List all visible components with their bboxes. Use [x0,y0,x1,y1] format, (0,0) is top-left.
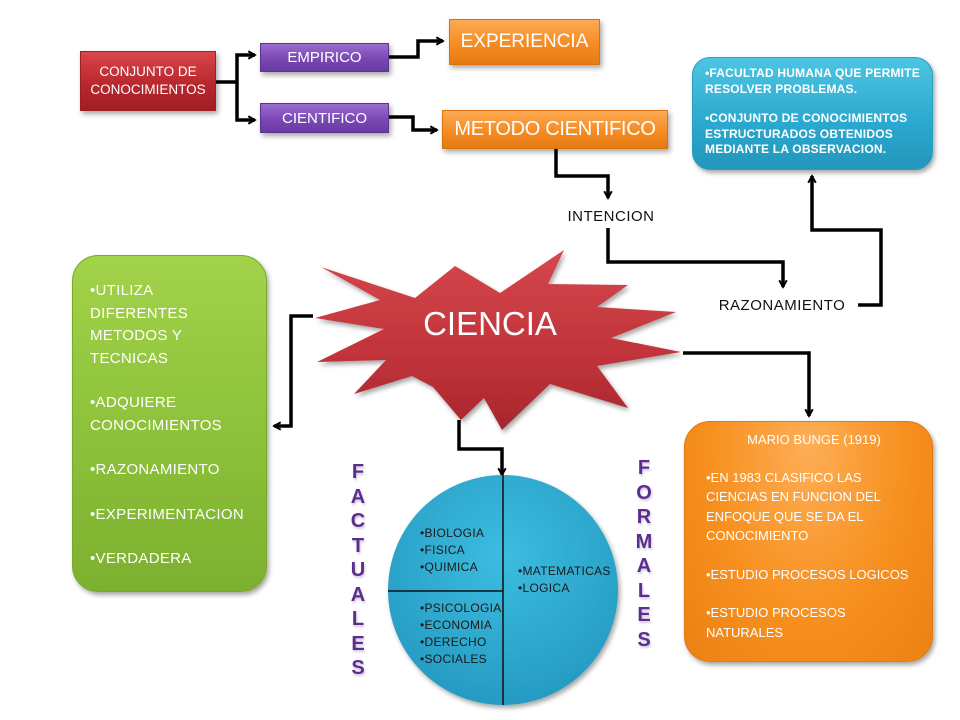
science-item: •BIOLOGIA [420,526,485,540]
connector-intencion-razonamiento [606,228,783,287]
ciencia-label: CIENCIA [423,305,557,342]
science-item: •ECONOMIA [420,618,493,632]
node-experiencia: EXPERIENCIA [449,19,600,65]
bunge-item: •ESTUDIO PROCESOS NATURALES [706,605,846,640]
node-experiencia-label: EXPERIENCIA [460,31,589,52]
letter: E [637,604,651,626]
bunge-box: MARIO BUNGE (1919) •EN 1983 CLASIFICO LA… [684,421,933,662]
node-metodo-cientifico: METODO CIENTIFICO [442,110,668,149]
science-item: •PSICOLOGIA [420,601,502,615]
letter: S [637,628,651,651]
science-item: •SOCIALES [420,652,487,666]
node-razonamiento-label: RAZONAMIENTO [718,297,846,314]
characteristic-item: •RAZONAMIENTO [90,461,220,478]
node-metodo-label: METODO CIENTIFICO [454,118,656,140]
connector-ciencia-characteristics [274,314,313,426]
science-item: •DERECHO [420,635,487,649]
node-root-line2: CONOCIMIENTOS [90,82,206,97]
letter: A [350,485,366,508]
letter: L [637,579,651,602]
letter: E [351,632,365,655]
letter: A [636,555,652,577]
characteristic-item: •UTILIZA DIFERENTES METODOS Y TECNICAS [90,282,189,367]
letter: F [637,457,651,479]
characteristic-item: •VERDADERA [90,550,192,567]
characteristic-item: •ADQUIERE CONOCIMIENTOS [90,394,222,434]
node-root-line1: CONJUNTO DE [99,64,197,79]
letter: A [350,583,366,606]
node-razonamiento: RAZONAMIENTO [716,297,848,314]
bunge-item: •EN 1983 CLASIFICO LAS CIENCIAS EN FUNCI… [706,469,881,544]
connector-razonamiento-definition [812,176,883,307]
letter: F [351,461,365,483]
node-cientifico: CIENTIFICO [260,103,389,133]
ciencia-label-wrap: CIENCIA [400,305,580,343]
characteristic-item: •EXPERIMENTACION [90,505,244,523]
connector-root-empirico [235,55,255,82]
connector-ciencia-classification [457,420,502,475]
science-item: •MATEMATICAS [518,564,611,578]
letter: O [636,481,652,504]
node-empirico: EMPIRICO [260,43,389,72]
node-cientifico-label: CIENTIFICO [282,109,367,127]
definition-item: •CONJUNTO DE CONOCIMIENTOS ESTRUCTURADOS… [705,111,908,156]
node-conjunto-de-conocimientos: CONJUNTO DE CONOCIMIENTOS [80,51,216,111]
science-item: •LOGICA [518,581,570,595]
letter: S [351,657,365,679]
definition-item: •FACULTAD HUMANA QUE PERMITE RESOLVER PR… [705,66,920,96]
formales-vertical-label: F O R M A L E S [633,456,655,652]
connector-metodo-intencion [554,148,608,198]
node-intencion-label: INTENCION [567,208,655,225]
factuales-natural-list: •BIOLOGIA •FISICA •QUIMICA [420,525,484,576]
letter: L [351,608,365,630]
starburst-shape [315,250,681,430]
connector-root-cientifico [235,82,255,120]
node-empirico-label: EMPIRICO [287,49,362,66]
factuales-social-list: •PSICOLOGIA •ECONOMIA •DERECHO •SOCIALES [420,600,502,668]
bunge-item: •ESTUDIO PROCESOS LOGICOS [706,566,909,582]
connector-empirico-experiencia [389,41,443,59]
letter: T [351,534,365,557]
node-intencion: INTENCION [566,208,656,225]
factuales-vertical-label: F A C T U A L E S [348,460,368,681]
characteristics-box: •UTILIZA DIFERENTES METODOS Y TECNICAS •… [72,255,267,592]
letter: U [350,559,366,581]
letter: M [635,530,653,553]
formales-list: •MATEMATICAS •LOGICA [518,563,611,597]
bunge-title: MARIO BUNGE (1919) [747,432,881,447]
letter: R [636,506,652,528]
science-item: •QUIMICA [420,560,478,574]
connector-cientifico-metodo [389,115,437,130]
definition-box: •FACULTAD HUMANA QUE PERMITE RESOLVER PR… [692,57,933,170]
connector-ciencia-bunge [683,351,809,416]
science-item: •FISICA [420,543,465,557]
letter: C [350,510,366,532]
